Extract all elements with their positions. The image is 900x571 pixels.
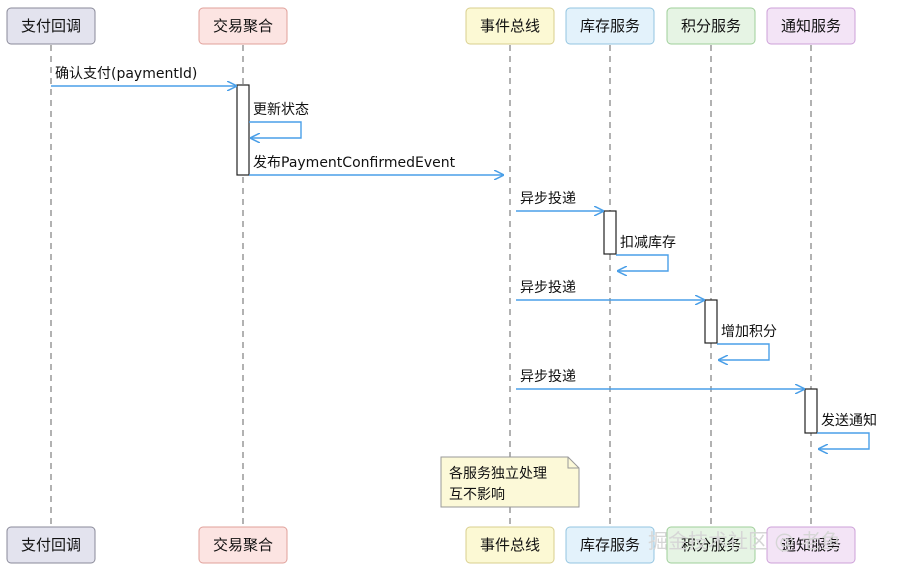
participant-box [565, 7, 655, 45]
note-box [440, 456, 580, 508]
self-message-arrow [817, 432, 870, 449]
note: 各服务独立处理 互不影响 [440, 456, 580, 508]
participant-payment-callback-top: 支付回调 [6, 7, 96, 45]
message-label: 确认支付(paymentId) [55, 66, 197, 82]
activations [236, 84, 818, 434]
message-label: 增加积分 [721, 324, 777, 340]
participant-label: 事件总线 [480, 536, 540, 554]
message-label: 更新状态 [253, 102, 309, 118]
lifelines [50, 45, 812, 526]
participant-box [465, 526, 555, 564]
messages: 确认支付(paymentId) 更新状态发布PaymentConfirmedEve… [51, 66, 877, 449]
participant-points-service-bottom: 积分服务 [666, 526, 756, 564]
participant-box [6, 7, 96, 45]
participant-box [766, 526, 856, 564]
activation-bar-inventory-service [603, 210, 617, 255]
participant-event-bus-top: 事件总线 [465, 7, 555, 45]
participant-box [198, 526, 288, 564]
activation-bar-trade-aggregate [236, 84, 250, 176]
message-3: 发布PaymentConfirmedEvent [249, 155, 503, 175]
participant-points-service-top: 积分服务 [666, 7, 756, 45]
participant-inventory-service-bottom: 库存服务 [565, 526, 655, 564]
participant-label: 库存服务 [580, 17, 640, 35]
participant-label: 积分服务 [681, 17, 741, 35]
message-5: 扣减库存 [616, 235, 676, 271]
participant-label: 积分服务 [681, 536, 741, 554]
participant-label: 支付回调 [21, 536, 81, 554]
self-message-arrow [717, 343, 770, 360]
participant-box [666, 7, 756, 45]
participant-label: 通知服务 [781, 536, 841, 554]
participant-label: 交易聚合 [213, 17, 273, 35]
message-label: 异步投递 [520, 369, 576, 385]
activation-bar-points-service [704, 299, 718, 344]
participant-inventory-service-top: 库存服务 [565, 7, 655, 45]
message-2: 更新状态 [249, 102, 309, 138]
participant-trade-aggregate-bottom: 交易聚合 [198, 526, 288, 564]
message-label: 扣减库存 [620, 235, 676, 251]
note-fold [567, 457, 579, 469]
message-9: 发送通知 [817, 412, 877, 449]
participant-label: 支付回调 [21, 17, 81, 35]
message-7: 增加积分 [717, 324, 777, 360]
message-label: 异步投递 [520, 280, 576, 296]
participant-label: 事件总线 [480, 17, 540, 35]
participant-box [565, 526, 655, 564]
participant-label: 交易聚合 [213, 536, 273, 554]
message-6: 异步投递 [516, 280, 704, 300]
message-label: 异步投递 [520, 191, 576, 207]
message-8: 异步投递 [516, 369, 804, 389]
watermark: 掘金技术社区 @ 老鱼 [648, 529, 841, 553]
participant-event-bus-bottom: 事件总线 [465, 526, 555, 564]
note-line-1: 各服务独立处理 [449, 466, 547, 482]
participant-box [465, 7, 555, 45]
participant-box [766, 7, 856, 45]
participant-label: 通知服务 [781, 17, 841, 35]
participants: 支付回调支付回调交易聚合交易聚合事件总线事件总线库存服务库存服务积分服务积分服务… [6, 7, 856, 564]
self-message-arrow [249, 121, 302, 138]
message-4: 异步投递 [516, 191, 603, 211]
participant-notification-service-top: 通知服务 [766, 7, 856, 45]
activation-bar-notification-service [804, 388, 818, 434]
participant-label: 库存服务 [580, 536, 640, 554]
message-label: 发布PaymentConfirmedEvent [253, 155, 456, 171]
participant-box [6, 526, 96, 564]
self-message-arrow [616, 254, 669, 271]
message-1: 确认支付(paymentId) [51, 66, 236, 86]
participant-payment-callback-bottom: 支付回调 [6, 526, 96, 564]
participant-trade-aggregate-top: 交易聚合 [198, 7, 288, 45]
participant-box [198, 7, 288, 45]
participant-notification-service-bottom: 通知服务 [766, 526, 856, 564]
note-line-2: 互不影响 [449, 487, 505, 503]
participant-box [666, 526, 756, 564]
message-label: 发送通知 [821, 412, 877, 429]
